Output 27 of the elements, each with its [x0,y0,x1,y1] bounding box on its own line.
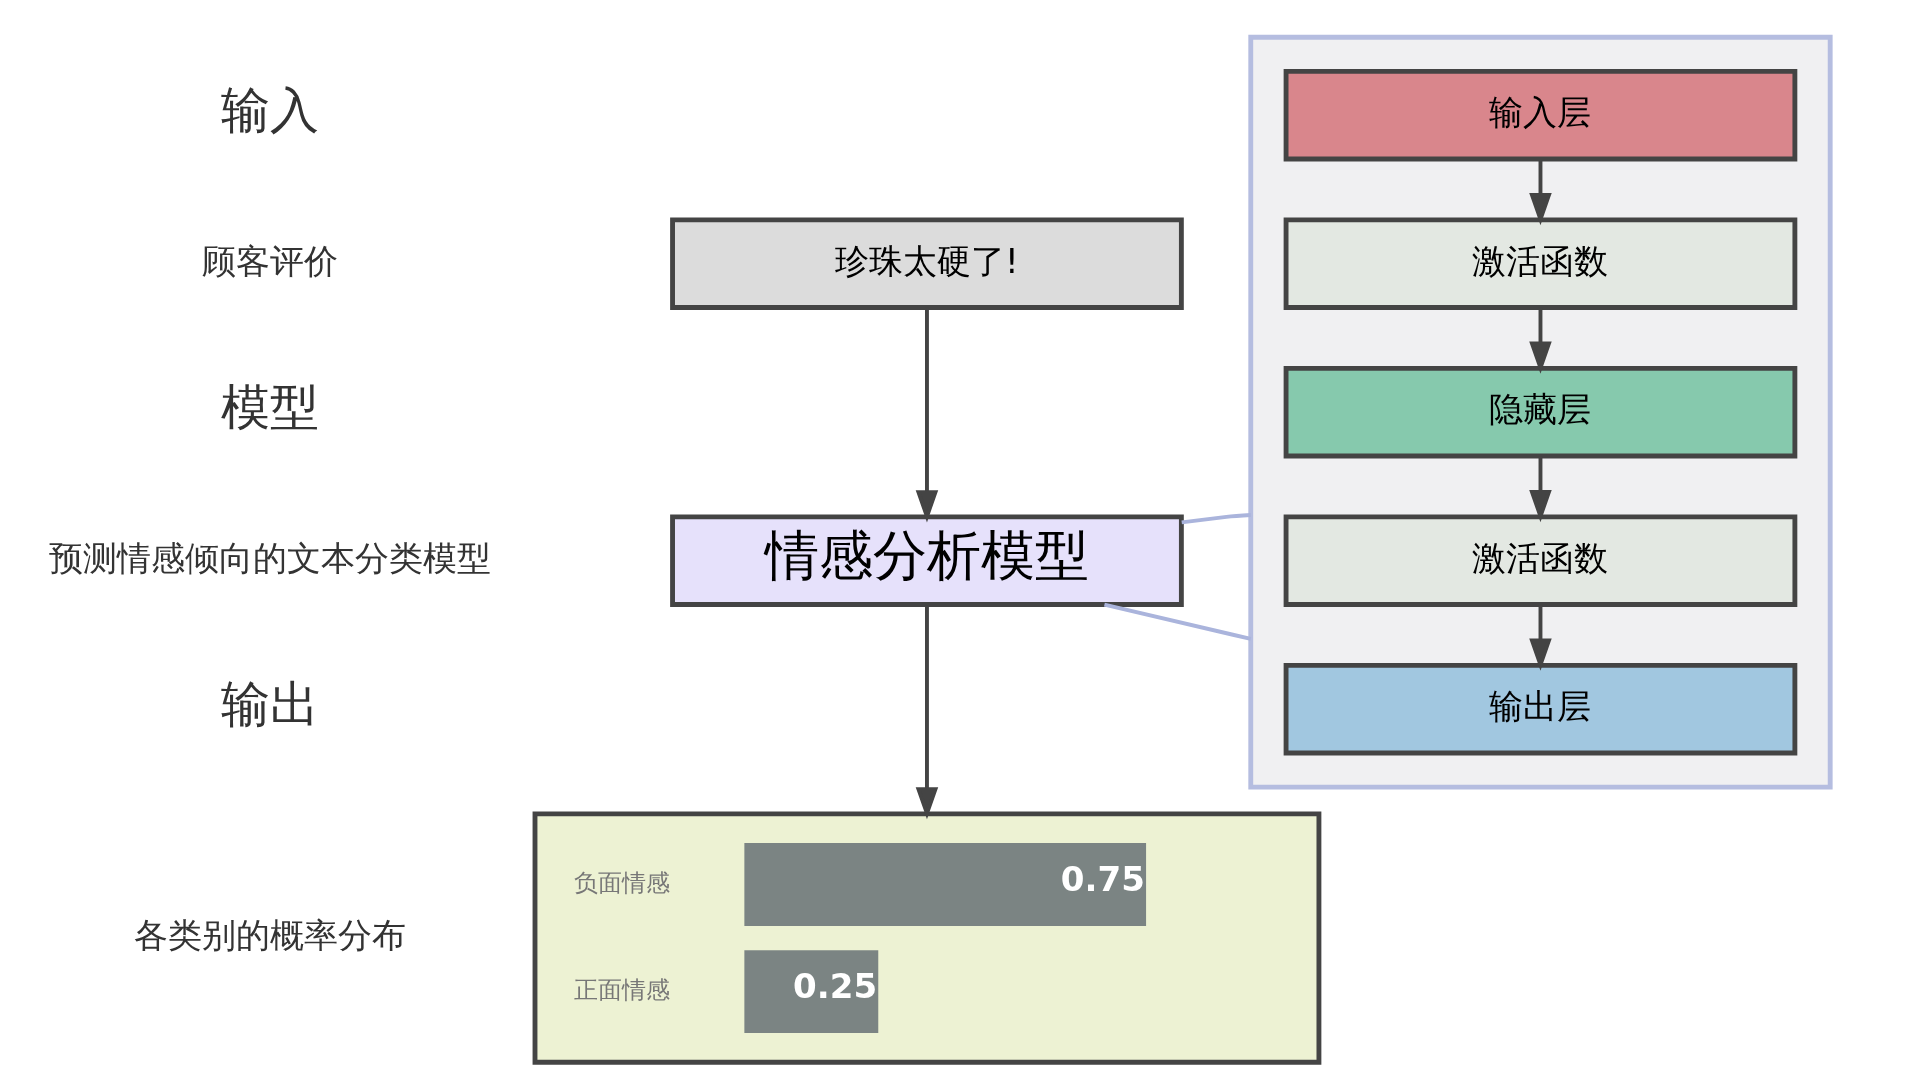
arrow [1528,159,1552,226]
label: 预测情感倾向的文本分类模型 [48,537,491,578]
label: 输出 [220,676,319,733]
data-label: 0.25 [792,966,877,1007]
arrow [915,307,938,523]
label: 输入 [220,82,319,139]
label: 各类别的概率分布 [133,915,406,956]
node-box: 输入层 [1283,68,1797,162]
y-tick-label: 正面情感 [573,974,670,1004]
arrow [915,605,938,820]
label: 模型 [220,379,319,436]
node-box: 情感分析模型 [669,514,1184,607]
y-tick-label: 负面情感 [573,867,670,897]
node-box: 珍珠太硬了! [669,217,1184,310]
connector [1180,513,1251,525]
node-box [532,811,1321,1065]
arrow [1528,456,1552,523]
node-box: 激活函数 [1283,514,1797,607]
arrow [1528,604,1552,671]
label: 顾客评价 [201,240,338,281]
data-label: 0.75 [1060,859,1145,900]
cluster [1247,34,1833,790]
node-box: 激活函数 [1283,217,1797,310]
node-box: 隐藏层 [1283,365,1797,459]
connector [1103,602,1251,641]
node-box: 输出层 [1283,662,1797,756]
arrow [1528,307,1552,374]
